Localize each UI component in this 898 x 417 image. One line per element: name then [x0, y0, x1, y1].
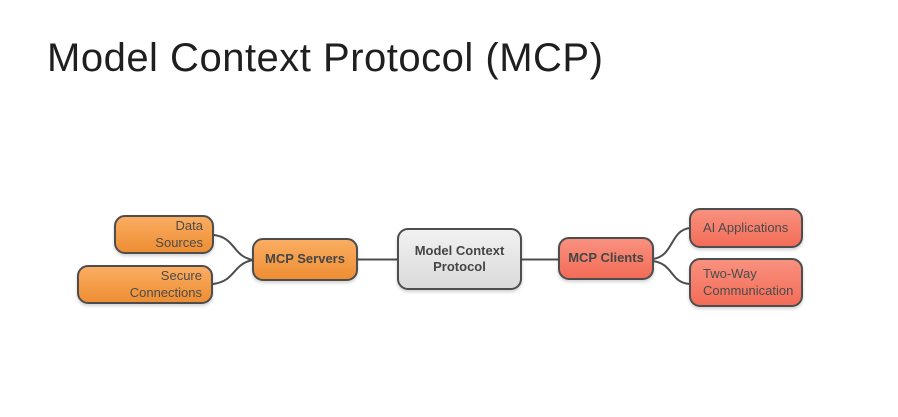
diagram-node-two-way-communication: Two-Way Communication: [689, 258, 803, 307]
edge-mcp-clients-to-ai-applications: [652, 227, 691, 260]
node-label: Model Context Protocol: [414, 242, 505, 274]
diagram-node-secure-connections: Secure Connections: [77, 265, 213, 304]
node-label: Two-Way Communication: [703, 266, 794, 298]
node-label: MCP Clients: [568, 250, 644, 266]
diagram-node-model-context-protocol: Model Context Protocol: [397, 228, 522, 290]
node-label: Data Sources: [155, 218, 203, 250]
edge-data-sources-to-mcp-servers: [213, 234, 254, 261]
edge-mcp-clients-to-two-way-communication: [652, 260, 691, 285]
node-label: AI Applications: [703, 219, 789, 235]
diagram-node-mcp-servers: MCP Servers: [252, 238, 358, 281]
diagram-node-ai-applications: AI Applications: [689, 208, 803, 248]
node-label: MCP Servers: [265, 251, 345, 267]
page-title: Model Context Protocol (MCP): [47, 36, 604, 80]
node-label: Secure Connections: [129, 268, 202, 300]
edge-secure-connections-to-mcp-servers: [212, 259, 254, 285]
diagram-node-data-sources: Data Sources: [114, 215, 214, 254]
diagram-node-mcp-clients: MCP Clients: [558, 237, 654, 280]
